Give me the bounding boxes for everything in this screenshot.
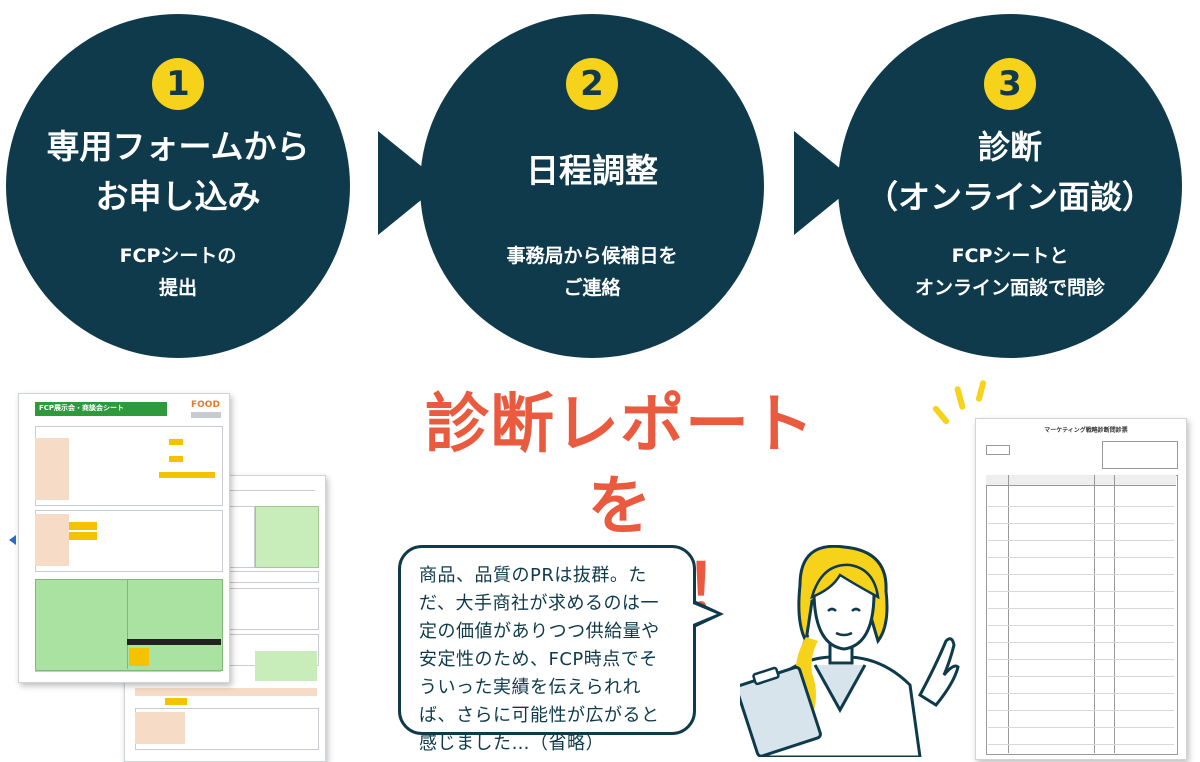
sparkle-icon [953, 385, 967, 411]
step-1-circle: 1 専用フォームから お申し込み FCPシートの 提出 [6, 14, 350, 358]
page-pointer-icon [9, 535, 16, 545]
speech-bubble: 商品、品質のPRは抜群。ただ、大手商社が求めるのは一定の価値がありつつ供給量や安… [398, 545, 696, 754]
step-2-subtitle: 事務局から候補日を ご連絡 [506, 245, 678, 299]
step-1-title: 専用フォームから お申し込み [46, 127, 310, 216]
diagnosis-report-document: マーケティング戦略診断問診票 [975, 418, 1187, 760]
sparkle-icon [975, 379, 987, 403]
step-2-circle: 2 日程調整 事務局から候補日を ご連絡 [420, 14, 764, 358]
step-3-circle: 3 診断 （オンライン面談） FCPシートと オンライン面談で問診 [838, 14, 1182, 358]
step-2-title: 日程調整 [526, 151, 658, 190]
fcp-sheet-front-page: FCP展示会・商談会シート FOOD [18, 393, 230, 683]
step-3-title: 診断 （オンライン面談） [865, 128, 1154, 216]
sparkle-icon [931, 404, 951, 426]
step-2-number: 2 [566, 58, 618, 110]
fcp-sheet-title: FCP展示会・商談会シート [39, 404, 125, 412]
report-title: マーケティング戦略診断問診票 [1044, 427, 1128, 434]
consultant-woman-illustration [740, 545, 960, 757]
food-logo: FOOD [191, 400, 220, 410]
step-3-subtitle: FCPシートと オンライン面談で問診 [914, 245, 1105, 299]
step-1-number: 1 [152, 58, 204, 110]
step-1-subtitle: FCPシートの 提出 [119, 245, 237, 299]
step-3-number: 3 [984, 58, 1036, 110]
